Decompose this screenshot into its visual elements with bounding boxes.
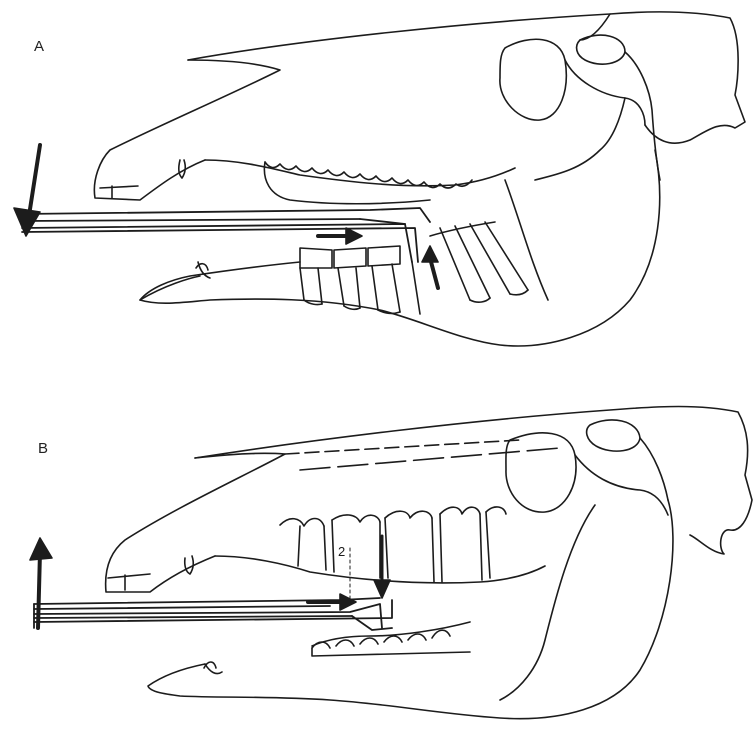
panel-a-arrows: [14, 145, 438, 288]
panel-b-skull: [106, 407, 752, 719]
panel-a-label: A: [34, 38, 44, 55]
panel-b-label: B: [38, 440, 48, 457]
panel-b-marker-2: 2: [338, 544, 345, 559]
panel-a-skull: [94, 12, 745, 346]
